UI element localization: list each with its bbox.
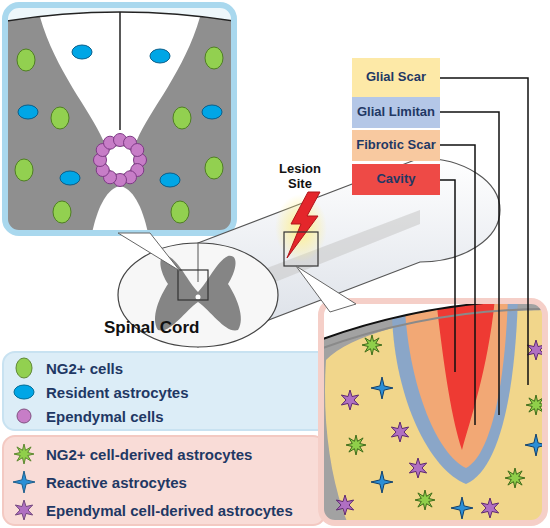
legend-entry: Ependymal cells <box>10 404 322 428</box>
white-matter <box>40 11 200 140</box>
legend-entry: Resident astrocytes <box>10 380 322 404</box>
label-box: Glial Limitan <box>352 97 440 128</box>
legend-panel <box>3 352 330 430</box>
label-text: Spinal Cord <box>104 318 224 338</box>
cell-swatch <box>17 409 31 423</box>
ependymal-derived-astrocyte <box>409 458 426 478</box>
cavity-region <box>436 301 495 450</box>
legend-entry: Reactive astrocytes <box>10 468 322 496</box>
legend-swatch <box>10 380 38 404</box>
label-text: Lesion Site <box>268 162 332 192</box>
box-text: Glial Limitan <box>357 105 435 119</box>
legend-swatch <box>10 356 38 380</box>
resident-astrocyte <box>18 105 38 119</box>
central-canal <box>196 295 201 300</box>
lesion-detail-panel <box>321 301 545 523</box>
legend-text: Resident astrocytes <box>46 384 189 401</box>
ng2-derived-astrocyte <box>415 490 435 510</box>
outside-cord <box>321 301 545 340</box>
legend-swatch <box>10 468 38 496</box>
legend-text: NG2+ cells <box>46 360 123 377</box>
legend-swatch <box>10 440 38 468</box>
ng2-derived-astrocyte <box>346 435 366 455</box>
box-text: Cavity <box>376 172 415 186</box>
ng2-cell <box>51 107 69 129</box>
ng2-cell <box>53 201 71 223</box>
label-box: Fibrotic Scar <box>352 130 440 161</box>
reactive-astrocyte <box>451 497 473 519</box>
ng2-cell <box>205 47 223 69</box>
legend-swatch <box>10 496 38 524</box>
cord-surface <box>321 301 545 340</box>
resident-astrocyte <box>72 45 92 59</box>
reactive-astrocyte <box>371 377 393 399</box>
cell-swatch <box>14 385 34 399</box>
legend-panel <box>3 436 325 525</box>
ng2-derived-astrocyte <box>362 335 382 355</box>
central-canal <box>106 146 134 174</box>
label-box: Glial Scar <box>352 58 440 97</box>
callout-tail <box>296 266 356 312</box>
leader-line <box>440 78 528 385</box>
ng2-cell <box>171 201 189 223</box>
zoom-box <box>284 232 318 266</box>
ng2-cell <box>17 49 35 71</box>
ependymal-cell <box>131 144 144 157</box>
ng2-derived-astrocyte <box>505 468 525 488</box>
star-swatch <box>14 444 34 464</box>
resident-astrocyte <box>150 49 170 63</box>
lesion-bolt <box>287 192 320 258</box>
median-fissure <box>198 243 199 282</box>
ng2-cell <box>205 157 223 179</box>
legend-entry: NG2+ cells <box>10 356 322 380</box>
legend-swatch <box>10 404 38 428</box>
box-text: Fibrotic Scar <box>356 138 435 152</box>
magnified-panel <box>5 5 234 233</box>
grey-matter <box>5 5 234 233</box>
white-matter <box>92 186 148 233</box>
median-fissure <box>119 12 121 130</box>
ependymal-derived-astrocyte <box>481 498 498 518</box>
resident-astrocyte <box>160 173 180 187</box>
resident-astrocyte <box>60 171 80 185</box>
star-swatch <box>13 471 35 493</box>
fibrotic-scar-region <box>405 301 508 468</box>
callout-tail <box>118 233 180 271</box>
legend-text: NG2+ cell-derived astrocytes <box>46 446 252 463</box>
star-swatch <box>15 500 32 520</box>
cell-swatch <box>16 358 32 378</box>
resident-astrocyte <box>202 105 222 119</box>
leader-line <box>440 180 455 372</box>
legend-entry: NG2+ cell-derived astrocytes <box>10 440 322 468</box>
ng2-cell <box>173 107 191 129</box>
legend-text: Ependymal cells <box>46 408 164 425</box>
ependymal-derived-astrocyte <box>336 495 353 515</box>
ng2-cell <box>15 159 33 181</box>
legend-entry: Ependymal cell-derived astrocytes <box>10 496 322 524</box>
grey-matter-wing <box>198 256 241 331</box>
zoom-box <box>178 270 208 300</box>
ependymal-derived-astrocyte <box>391 422 408 442</box>
leader-line <box>440 145 475 425</box>
box-text: Glial Scar <box>366 70 426 84</box>
legend-text: Ependymal cell-derived astrocytes <box>46 502 293 519</box>
label-box: Cavity <box>352 164 440 195</box>
legend-text: Reactive astrocytes <box>46 474 187 491</box>
reactive-astrocyte <box>371 471 393 493</box>
leader-line <box>440 112 499 415</box>
ependymal-derived-astrocyte <box>341 390 358 410</box>
